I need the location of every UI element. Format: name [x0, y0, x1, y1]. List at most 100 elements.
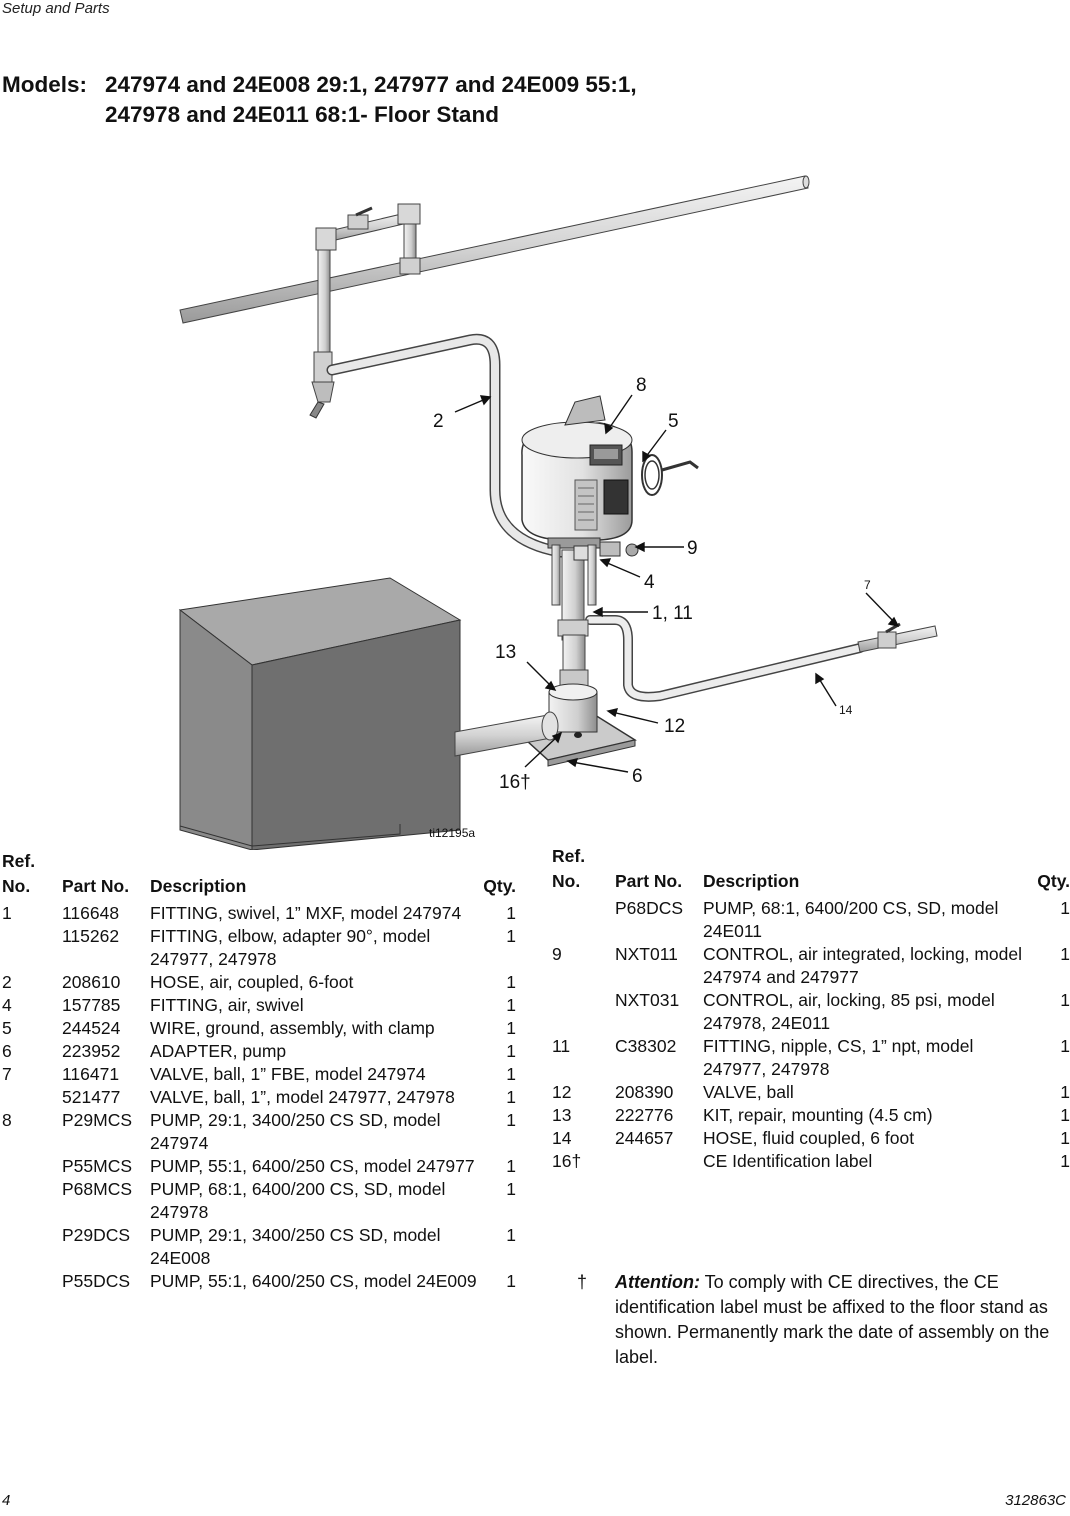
- ref-number: 12: [552, 1082, 572, 1102]
- table-row: 115262 FITTING, elbow, adapter 90°, model…: [2, 925, 520, 971]
- part-qty: 1: [506, 1064, 516, 1084]
- part-description: FITTING, swivel, 1” MXF, model 247974: [150, 903, 462, 923]
- air-drop-assembly: [309, 203, 421, 419]
- part-number: 157785: [62, 995, 121, 1015]
- part-number: P68MCS: [62, 1179, 133, 1199]
- part-description: FITTING, elbow, adapter 90°, model 24797…: [150, 926, 431, 969]
- ref-number: 9: [552, 944, 562, 964]
- part-description: PUMP, 29:1, 3400/250 CS SD, model 24E008: [150, 1225, 441, 1268]
- floor-stand-illustration: 2 8 5 9 4 7 1, 11 13 12 14 16† 6 ti12195…: [0, 140, 1070, 850]
- part-description: VALVE, ball: [703, 1082, 794, 1102]
- part-qty: 1: [506, 1087, 516, 1107]
- ref-number: 7: [2, 1064, 12, 1084]
- table-row: 521477 VALVE, ball, 1”, model 247977, 247…: [2, 1086, 520, 1109]
- parts-table-left-rows: 1 116648 FITTING, swivel, 1” MXF, model 24…: [2, 902, 520, 1293]
- part-qty: 1: [1060, 944, 1070, 964]
- part-number: 115262: [62, 926, 120, 946]
- header-qty: Qty.: [483, 876, 516, 896]
- part-description: ADAPTER, pump: [150, 1041, 287, 1061]
- part-description: VALVE, ball, 1” FBE, model 247974: [150, 1064, 426, 1084]
- ref-number: 4: [2, 995, 12, 1015]
- part-qty: 1: [506, 1271, 516, 1291]
- part-description: PUMP, 55:1, 6400/250 CS, model 247977: [150, 1156, 475, 1176]
- header-part: Part No.: [62, 876, 130, 896]
- part-number: P29MCS: [62, 1110, 133, 1130]
- callout-16: 16†: [499, 772, 531, 793]
- callout-2: 2: [433, 411, 444, 432]
- header-description: Description: [703, 871, 800, 891]
- part-description: HOSE, air, coupled, 6-foot: [150, 972, 354, 992]
- header-ref-line1: Ref.: [552, 846, 586, 866]
- part-number: 116471: [62, 1064, 120, 1084]
- part-number: P68DCS: [615, 898, 684, 918]
- part-description: PUMP, 29:1, 3400/250 CS SD, model 247974: [150, 1110, 441, 1153]
- part-qty: 1: [506, 972, 516, 992]
- page-number: 4: [2, 1492, 11, 1509]
- attention-dagger: †: [577, 1272, 588, 1292]
- ref-number: 8: [2, 1110, 12, 1130]
- title-line-2: 247978 and 24E011 68:1- Floor Stand: [105, 102, 499, 127]
- callout-4: 4: [644, 572, 655, 593]
- air-supply-pipe: [179, 175, 810, 324]
- callout-9: 9: [687, 538, 698, 559]
- callout-1-11: 1, 11: [652, 603, 693, 624]
- ref-number: 11: [552, 1036, 571, 1056]
- part-qty: 1: [506, 1041, 516, 1061]
- part-number: C38302: [615, 1036, 677, 1056]
- header-ref-line2: No.: [2, 876, 31, 896]
- part-number: 222776: [615, 1105, 674, 1125]
- callout-14: 14: [839, 703, 853, 717]
- ref-number: 5: [2, 1018, 12, 1038]
- part-number: NXT031: [615, 990, 680, 1010]
- parts-table-left-header: Ref. No. Part No. Description Qty.: [2, 850, 520, 898]
- ref-number: 1: [2, 903, 12, 923]
- callout-6: 6: [632, 766, 643, 787]
- part-qty: 1: [1060, 1151, 1070, 1171]
- header-part: Part No.: [615, 871, 683, 891]
- part-qty: 1: [506, 903, 516, 923]
- title-label: Models:: [2, 72, 88, 97]
- part-qty: 1: [506, 1156, 516, 1176]
- part-number: P55MCS: [62, 1156, 133, 1176]
- attention-text: Attention: To comply with CE directives,…: [615, 1270, 1055, 1370]
- supply-tank: [178, 577, 462, 850]
- part-description: KIT, repair, mounting (4.5 cm): [703, 1105, 933, 1125]
- table-row: 1 116648 FITTING, swivel, 1” MXF, model 24…: [2, 902, 520, 925]
- title-line-1: 247974 and 24E008 29:1, 247977 and 24E00…: [105, 72, 637, 97]
- part-qty: 1: [1060, 1128, 1070, 1148]
- part-description: VALVE, ball, 1”, model 247977, 247978: [150, 1087, 455, 1107]
- part-number: 116648: [62, 903, 120, 923]
- suction-pipe: [454, 711, 559, 757]
- part-qty: 1: [1060, 1036, 1070, 1056]
- attention-label: Attention:: [615, 1272, 700, 1292]
- ref-number: 2: [2, 972, 12, 992]
- table-row: P55MCS PUMP, 55:1, 6400/250 CS, model 247…: [2, 1155, 520, 1178]
- header-ref-line2: No.: [552, 871, 581, 891]
- parts-table-right-header: Ref. No. Part No. Description Qty.: [552, 845, 1070, 893]
- header-description: Description: [150, 876, 247, 896]
- part-number: 223952: [62, 1041, 121, 1061]
- pump-motor: [521, 395, 699, 541]
- callout-12: 12: [664, 716, 685, 737]
- callout-8: 8: [636, 375, 647, 396]
- part-description: CONTROL, air integrated, locking, model …: [703, 944, 1023, 987]
- section-header: Setup and Parts: [2, 0, 110, 17]
- page-title: Models: 247974 and 24E008 29:1, 247977 an…: [2, 70, 637, 130]
- part-number: 521477: [62, 1087, 121, 1107]
- part-number: 244524: [62, 1018, 121, 1038]
- part-qty: 1: [506, 1225, 516, 1245]
- fluid-hose: [585, 615, 938, 702]
- attention-body: To comply with CE directives, the CE ide…: [615, 1272, 1050, 1367]
- ref-number: 14: [552, 1128, 572, 1148]
- part-description: CE Identification label: [703, 1151, 873, 1171]
